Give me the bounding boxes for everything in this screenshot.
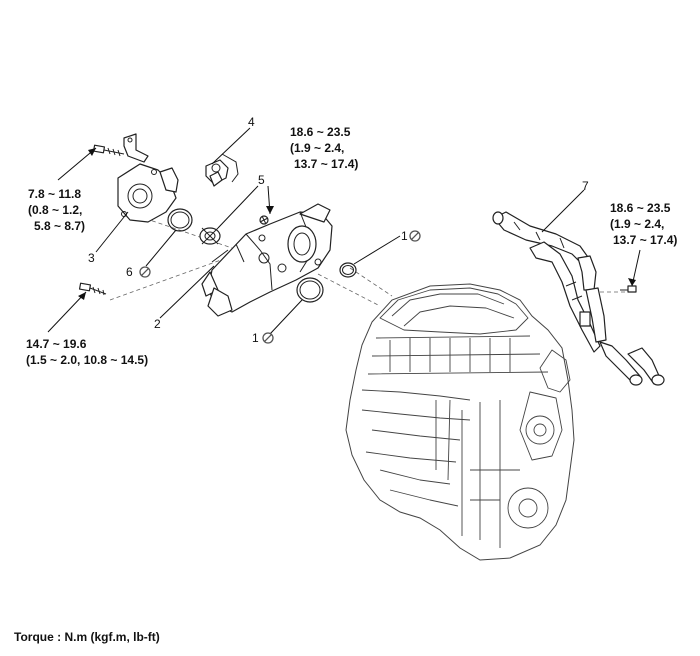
bracket <box>123 133 149 163</box>
part-2-water-outlet-housing <box>201 203 333 317</box>
part-1-gasket-lower <box>296 277 324 303</box>
leader-lines <box>47 127 641 335</box>
bolt-right <box>620 285 637 293</box>
svg-text:(1.5 ~ 2.0, 10.8 ~ 14.5): (1.5 ~ 2.0, 10.8 ~ 14.5) <box>26 353 148 367</box>
svg-text:(0.8 ~ 1.2,: (0.8 ~ 1.2, <box>28 203 82 217</box>
torque-spec-lower-bolt: 14.7 ~ 19.6 (1.5 ~ 2.0, 10.8 ~ 14.5) <box>26 337 148 367</box>
part-6-o-ring-inner <box>170 211 190 229</box>
circle-slash-icon <box>409 230 421 242</box>
label-part-3: 3 <box>88 251 95 265</box>
label-part-4: 4 <box>248 115 255 129</box>
circle-slash-icon <box>139 266 151 278</box>
part-5-thermostat <box>199 227 221 245</box>
label-part-2: 2 <box>154 317 161 331</box>
part-6-o-ring <box>167 208 193 232</box>
svg-text:5.8 ~ 8.7): 5.8 ~ 8.7) <box>34 219 85 233</box>
label-part-5: 5 <box>258 173 265 187</box>
label-part-7: 7 <box>582 179 589 193</box>
part-4-temperature-sensor <box>205 153 239 187</box>
circle-slash-icon <box>262 332 274 344</box>
svg-text:18.6 ~ 23.5: 18.6 ~ 23.5 <box>610 201 671 215</box>
part-labels: 4 5 3 6 2 1 1 7 <box>88 115 589 345</box>
svg-text:18.6 ~ 23.5: 18.6 ~ 23.5 <box>290 125 351 139</box>
svg-text:13.7 ~ 17.4): 13.7 ~ 17.4) <box>294 157 358 171</box>
engine-block <box>345 283 575 561</box>
part-7-heater-pipe-assembly <box>492 211 665 386</box>
svg-text:13.7 ~ 17.4): 13.7 ~ 17.4) <box>613 233 677 247</box>
label-part-1-lower: 1 <box>252 331 259 345</box>
bolt-top <box>92 144 125 157</box>
torque-spec-pipe-bolt: 18.6 ~ 23.5 (1.9 ~ 2.4, 13.7 ~ 17.4) <box>610 201 677 247</box>
svg-text:(1.9 ~ 2.4,: (1.9 ~ 2.4, <box>610 217 664 231</box>
svg-text:7.8 ~ 11.8: 7.8 ~ 11.8 <box>28 187 81 201</box>
bolt-lower <box>78 282 107 296</box>
svg-text:(1.9 ~ 2.4,: (1.9 ~ 2.4, <box>290 141 344 155</box>
torque-spec-bracket-bolt: 7.8 ~ 11.8 (0.8 ~ 1.2, 5.8 ~ 8.7) <box>28 187 85 233</box>
part-1-gasket-upper <box>339 262 357 278</box>
label-part-6: 6 <box>126 265 133 279</box>
bolt-housing <box>259 215 269 225</box>
part-3-water-inlet-fitting <box>117 163 179 223</box>
torque-spec-housing-bolt: 18.6 ~ 23.5 (1.9 ~ 2.4, 13.7 ~ 17.4) <box>290 125 358 171</box>
label-part-1-upper: 1 <box>401 229 408 243</box>
torque-unit-legend: Torque : N.m (kgf.m, lb-ft) <box>14 630 160 644</box>
svg-text:14.7 ~ 19.6: 14.7 ~ 19.6 <box>26 337 87 351</box>
